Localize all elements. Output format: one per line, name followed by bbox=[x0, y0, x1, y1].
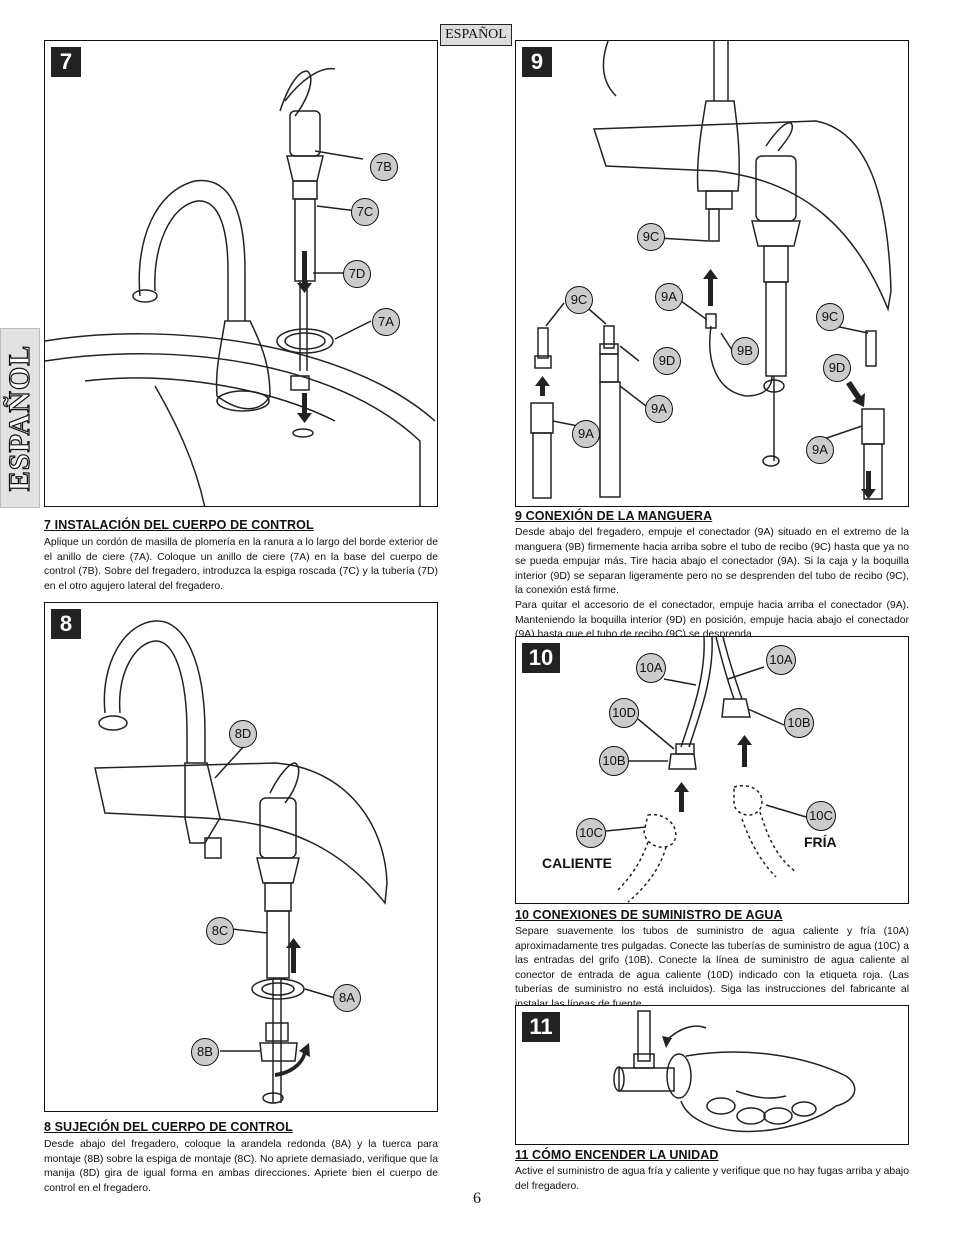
callout-9a-mid: 9A bbox=[645, 395, 673, 423]
language-tag: ESPAÑOL bbox=[440, 24, 512, 46]
callout-9c-left: 9C bbox=[565, 286, 593, 314]
page-number: 6 bbox=[473, 1190, 481, 1207]
step-11-illustration bbox=[613, 1010, 856, 1133]
step-10-figure: 10 bbox=[515, 636, 909, 904]
callout-10d: 10D bbox=[609, 698, 639, 728]
step-9-illustration bbox=[530, 41, 892, 500]
callout-9c-right: 9C bbox=[816, 303, 844, 331]
callout-8b: 8B bbox=[191, 1038, 219, 1066]
step-8-heading: 8 SUJECIÓN DEL CUERPO DE CONTROL bbox=[44, 1120, 293, 1134]
cold-label: FRÍA bbox=[804, 834, 837, 850]
callout-9d-center: 9D bbox=[653, 347, 681, 375]
step-7-figure: 7 bbox=[44, 40, 438, 507]
callout-9b: 9B bbox=[731, 337, 759, 365]
step-10-number: 10 bbox=[522, 643, 560, 673]
step-9-figure: 9 bbox=[515, 40, 909, 507]
step-11-text: 11 CÓMO ENCENDER LA UNIDAD Active el sum… bbox=[515, 1148, 909, 1194]
callout-10a-right: 10A bbox=[766, 645, 796, 675]
step-10-text: 10 CONEXIONES DE SUMINISTRO DE AGUA Sepa… bbox=[515, 908, 909, 1013]
step-9-text: 9 CONEXIÓN DE LA MANGUERA Desde abajo de… bbox=[515, 509, 909, 643]
callout-8d: 8D bbox=[229, 720, 257, 748]
step-11-body: Active el suministro de agua fría y cali… bbox=[515, 1166, 909, 1192]
callout-9a-center: 9A bbox=[655, 283, 683, 311]
step-10-illustration bbox=[605, 637, 807, 903]
callout-8a: 8A bbox=[333, 984, 361, 1012]
callout-9a-left: 9A bbox=[572, 420, 600, 448]
callout-10a-left: 10A bbox=[636, 653, 666, 683]
step-7-number: 7 bbox=[51, 47, 81, 77]
side-language-label: ESPAÑOL bbox=[2, 344, 36, 492]
step-8-number: 8 bbox=[51, 609, 81, 639]
step-8-illustration bbox=[94, 620, 388, 1104]
step-10-body: Separe suavemente los tubos de suministr… bbox=[515, 926, 909, 1010]
step-8-body: Desde abajo del fregadero, coloque la ar… bbox=[44, 1139, 438, 1194]
step-7-body: Aplique un cordón de masilla de plomería… bbox=[44, 537, 438, 592]
callout-10c-right: 10C bbox=[806, 801, 836, 831]
step-9-body-1: Desde abajo del fregadero, empuje el con… bbox=[515, 527, 909, 597]
callout-7a: 7A bbox=[372, 308, 400, 336]
hot-label: CALIENTE bbox=[542, 855, 612, 871]
step-7-heading: 7 INSTALACIÓN DEL CUERPO DE CONTROL bbox=[44, 518, 314, 532]
side-language-tab: ESPAÑOL bbox=[0, 328, 40, 508]
callout-9a-right: 9A bbox=[806, 436, 834, 464]
step-8-text: 8 SUJECIÓN DEL CUERPO DE CONTROL Desde a… bbox=[44, 1120, 438, 1196]
callout-7c: 7C bbox=[351, 198, 379, 226]
callout-8c: 8C bbox=[206, 917, 234, 945]
step-11-heading: 11 CÓMO ENCENDER LA UNIDAD bbox=[515, 1148, 719, 1162]
callout-7b: 7B bbox=[370, 153, 398, 181]
callout-10b-left: 10B bbox=[599, 746, 629, 776]
step-9-number: 9 bbox=[522, 47, 552, 77]
callout-9d-right: 9D bbox=[823, 354, 851, 382]
step-11-figure: 11 bbox=[515, 1005, 909, 1145]
callout-10b-right: 10B bbox=[784, 708, 814, 738]
step-7-illustration bbox=[45, 67, 436, 506]
step-9-body-2: Para quitar el accesorio de el conectado… bbox=[515, 599, 909, 641]
step-9-heading: 9 CONEXIÓN DE LA MANGUERA bbox=[515, 509, 713, 523]
step-7-text: 7 INSTALACIÓN DEL CUERPO DE CONTROL Apli… bbox=[44, 518, 438, 594]
callout-10c-left: 10C bbox=[576, 818, 606, 848]
step-8-figure: 8 8D bbox=[44, 602, 438, 1112]
step-10-heading: 10 CONEXIONES DE SUMINISTRO DE AGUA bbox=[515, 908, 783, 922]
callout-9c-top: 9C bbox=[637, 223, 665, 251]
callout-7d: 7D bbox=[343, 260, 371, 288]
step-11-number: 11 bbox=[522, 1012, 560, 1042]
